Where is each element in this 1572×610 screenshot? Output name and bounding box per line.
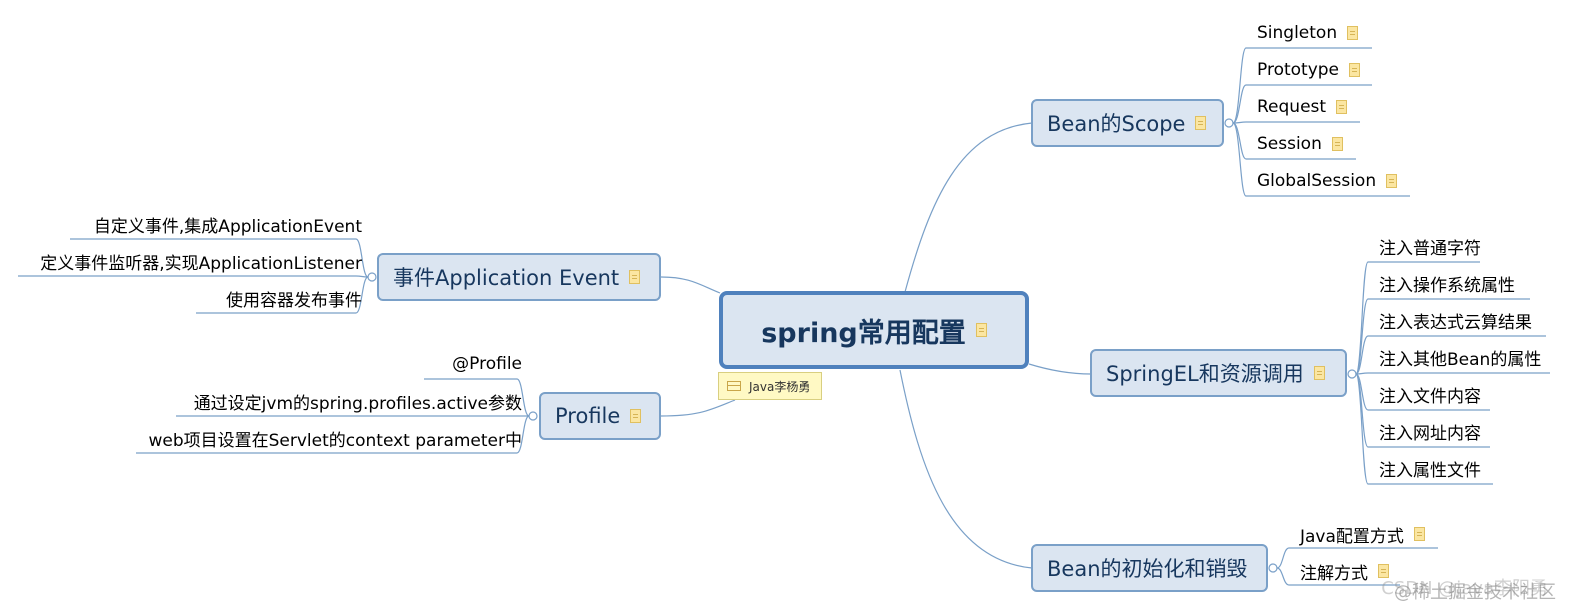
note-icon[interactable] [1195,116,1207,130]
note-icon[interactable] [1378,564,1389,578]
leaf-publish-event[interactable]: 使用容器发布事件 [20,285,376,311]
bean-scope-child-links [1224,47,1410,197]
leaf-label: web项目设置在Servlet的context parameter中 [148,430,522,451]
event-child-links [18,238,377,314]
note-icon[interactable] [975,323,987,337]
leaf-label: 注入普通字符 [1379,238,1481,259]
topic-profile-label: Profile [555,404,621,428]
leaf-label: 自定义事件,集成ApplicationEvent [93,216,362,237]
leaf-label: 注入文件内容 [1379,386,1481,407]
note-icon[interactable] [630,409,642,423]
profile-child-links [136,378,538,454]
leaf-label: 注入属性文件 [1379,460,1481,481]
bean-init-child-links [1268,547,1438,586]
topic-bean-scope-label: Bean的Scope [1047,112,1186,136]
link-center-profile [660,399,736,417]
topic-bean-init-destroy[interactable]: Bean的初始化和销毁 [1031,544,1268,592]
topic-spring-el[interactable]: SpringEL和资源调用 [1090,349,1347,397]
topic-bean-init-label: Bean的初始化和销毁 [1047,557,1248,581]
central-topic[interactable]: spring常用配置 [719,291,1029,369]
author-tag-label: Java李杨勇 [749,379,811,394]
label-icon [727,381,741,391]
leaf-profile-annotation[interactable]: @Profile [120,351,536,377]
leaf-event-listener[interactable]: 定义事件监听器,实现ApplicationListener [10,248,376,274]
spring-el-child-links [1347,261,1550,485]
topic-event-label: 事件Application Event [393,266,620,290]
link-center-spring-el [1028,363,1092,375]
leaf-label: Java配置方式 [1300,526,1404,547]
leaf-label: 定义事件监听器,实现ApplicationListener [40,253,362,274]
topic-spring-el-label: SpringEL和资源调用 [1106,362,1304,386]
link-center-bean-scope [904,122,1033,293]
leaf-label: GlobalSession [1257,171,1377,191]
leaf-label: Request [1257,97,1327,117]
leaf-inject-properties-file[interactable]: 注入属性文件 [1367,455,1481,481]
leaf-inject-file[interactable]: 注入文件内容 [1367,381,1481,407]
note-icon[interactable] [1386,174,1398,188]
topic-profile[interactable]: Profile [539,392,661,440]
leaf-singleton[interactable]: Singleton [1245,20,1359,46]
topic-bean-scope[interactable]: Bean的Scope [1031,99,1224,147]
leaf-label: 注入其他Bean的属性 [1379,349,1542,370]
note-icon[interactable] [1336,100,1348,114]
note-icon[interactable] [1313,366,1325,380]
leaf-servlet-context[interactable]: web项目设置在Servlet的context parameter中 [100,425,536,451]
leaf-label: Singleton [1257,23,1338,43]
leaf-custom-event[interactable]: 自定义事件,集成ApplicationEvent [20,211,376,237]
leaf-annotation[interactable]: 注解方式 [1288,558,1389,584]
note-icon[interactable] [1331,137,1343,151]
link-center-bean-init [899,369,1033,569]
central-topic-label: spring常用配置 [761,317,966,349]
leaf-label: 通过设定jvm的spring.profiles.active参数 [193,393,522,414]
leaf-label: 使用容器发布事件 [226,290,362,311]
leaf-inject-url[interactable]: 注入网址内容 [1367,418,1481,444]
topic-application-event[interactable]: 事件Application Event [377,253,661,301]
leaf-jvm-param[interactable]: 通过设定jvm的spring.profiles.active参数 [120,388,536,414]
leaf-label: 注入网址内容 [1379,423,1481,444]
note-icon[interactable] [629,270,641,284]
leaf-prototype[interactable]: Prototype [1245,57,1361,83]
note-icon[interactable] [1349,63,1361,77]
watermark-secondary: CSDN @java李阳勇 [1381,578,1548,599]
leaf-label: 注入表达式云算结果 [1379,312,1532,333]
link-center-event [660,276,721,294]
leaf-session[interactable]: Session [1245,131,1343,157]
watermark: @稀土掘金技术社区 [1394,582,1556,603]
author-tag: Java李杨勇 [718,372,822,400]
leaf-inject-expression[interactable]: 注入表达式云算结果 [1367,307,1532,333]
leaf-request[interactable]: Request [1245,94,1348,120]
leaf-inject-string[interactable]: 注入普通字符 [1367,233,1481,259]
leaf-label: 注解方式 [1300,563,1368,584]
leaf-inject-bean-property[interactable]: 注入其他Bean的属性 [1367,344,1541,370]
leaf-label: Session [1257,134,1322,154]
leaf-inject-os-property[interactable]: 注入操作系统属性 [1367,270,1515,296]
note-icon[interactable] [1347,26,1359,40]
note-icon[interactable] [1413,527,1425,541]
leaf-label: @Profile [452,354,522,374]
leaf-global-session[interactable]: GlobalSession [1245,168,1398,194]
leaf-label: Prototype [1257,60,1340,80]
leaf-java-config[interactable]: Java配置方式 [1288,521,1425,547]
leaf-label: 注入操作系统属性 [1379,275,1515,296]
